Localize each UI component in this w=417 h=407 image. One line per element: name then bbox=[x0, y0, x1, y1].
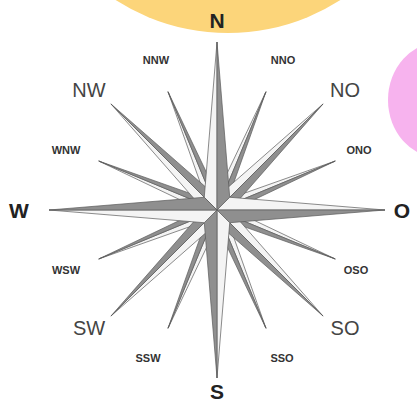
direction-label: NNW bbox=[143, 55, 169, 66]
sun-shape bbox=[20, 0, 417, 33]
star-point-dark bbox=[111, 210, 217, 316]
star-point-light bbox=[217, 210, 323, 316]
cardinal-label: N bbox=[209, 10, 224, 31]
star-point-light bbox=[111, 210, 217, 316]
star-point-light bbox=[204, 42, 217, 210]
star-point-dark bbox=[204, 210, 217, 378]
intercardinal-label: NW bbox=[72, 80, 105, 100]
cardinal-label: S bbox=[210, 381, 224, 402]
star-point-dark bbox=[217, 210, 385, 223]
intercardinal-label: NO bbox=[330, 80, 360, 100]
star-point-dark bbox=[217, 42, 230, 210]
compass-star bbox=[49, 42, 385, 378]
direction-label: NNO bbox=[271, 55, 295, 66]
star-point-light bbox=[217, 104, 323, 210]
intercardinal-label: SO bbox=[331, 318, 360, 338]
star-point-light bbox=[217, 197, 385, 210]
star-point-dark bbox=[217, 210, 323, 316]
star-point-dark bbox=[111, 104, 217, 210]
star-point-dark bbox=[217, 104, 323, 210]
star-point-dark bbox=[49, 197, 217, 210]
cardinal-label: W bbox=[9, 200, 29, 221]
direction-label: SSO bbox=[270, 353, 293, 364]
direction-label: WSW bbox=[52, 265, 80, 276]
intercardinal-label: SW bbox=[73, 318, 105, 338]
cardinal-label: O bbox=[394, 200, 410, 221]
pink-shape bbox=[388, 42, 417, 158]
star-point-light bbox=[217, 210, 230, 378]
star-point-light bbox=[49, 210, 217, 223]
star-point-light bbox=[111, 104, 217, 210]
direction-label: OSO bbox=[344, 265, 368, 276]
direction-label: WNW bbox=[52, 145, 81, 156]
direction-label: SSW bbox=[135, 353, 160, 364]
direction-label: ONO bbox=[346, 145, 371, 156]
